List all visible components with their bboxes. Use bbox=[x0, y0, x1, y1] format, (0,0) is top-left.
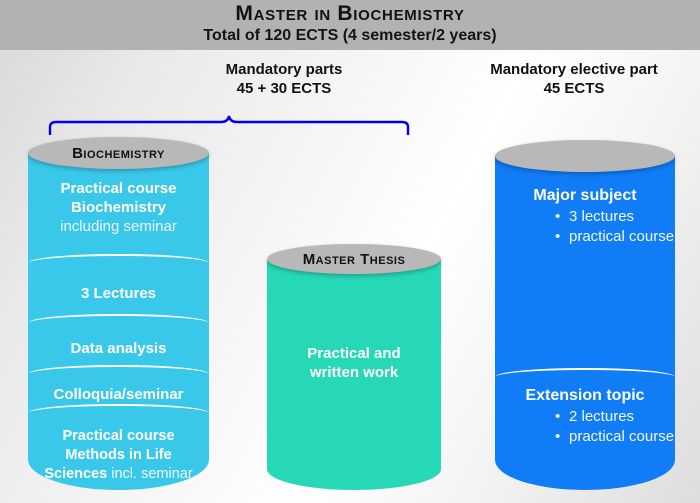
mandatory-parts-brace bbox=[48, 115, 410, 135]
segment-5-line3-bold: Sciences bbox=[44, 466, 108, 482]
extension-topic-list: 2 lectures practical course bbox=[495, 407, 675, 447]
cylinder-biochemistry: Biochemistry Practical course Biochemist… bbox=[28, 137, 209, 490]
block-extension-topic: Extension topic 2 lectures practical cou… bbox=[495, 385, 675, 447]
list-item: practical course bbox=[555, 227, 675, 247]
segment-methods-in-life-sciences: Practical course Methods in Life Science… bbox=[28, 427, 209, 484]
page-subtitle: Total of 120 ECTS (4 semester/2 years) bbox=[203, 27, 497, 44]
segment-4-line1: Colloquia/seminar bbox=[53, 386, 184, 403]
header-band: Master in Biochemistry Total of 120 ECTS… bbox=[0, 0, 700, 50]
segment-5-line2: Methods in Life bbox=[65, 447, 172, 463]
cylinder-master-thesis-cap-label: Master Thesis bbox=[302, 250, 406, 268]
caption-mandatory-line2: 45 + 30 ECTS bbox=[236, 80, 332, 97]
list-item: 2 lectures bbox=[555, 407, 675, 427]
cylinder-master-thesis-body bbox=[267, 259, 441, 490]
cylinder-elective-cap bbox=[495, 140, 675, 172]
block-major-subject: Major subject 3 lectures practical cours… bbox=[495, 185, 675, 247]
cylinder-biochemistry-cap: Biochemistry bbox=[28, 137, 209, 169]
cylinder-elective-cap-label bbox=[495, 140, 675, 172]
cylinder-elective: Major subject 3 lectures practical cours… bbox=[495, 140, 675, 490]
caption-mandatory-line1: Mandatory parts bbox=[225, 61, 343, 78]
segment-1-line2: Biochemistry bbox=[70, 199, 167, 216]
segment-5-line3: Sciences incl. seminar bbox=[28, 465, 209, 484]
list-item: practical course bbox=[555, 427, 675, 447]
segment-1-line3: including seminar bbox=[60, 218, 177, 235]
caption-elective-part: Mandatory elective part 45 ECTS bbox=[448, 60, 700, 98]
cylinder-biochemistry-body bbox=[28, 153, 209, 490]
segment-practical-course-biochemistry: Practical course Biochemistry including … bbox=[28, 179, 209, 236]
caption-elective-line1: Mandatory elective part bbox=[490, 61, 658, 78]
cylinder-master-thesis: Master Thesis Practical and written work bbox=[267, 244, 441, 490]
cylinder-master-thesis-cap: Master Thesis bbox=[267, 244, 441, 274]
caption-mandatory-parts: Mandatory parts 45 + 30 ECTS bbox=[124, 60, 444, 98]
page-title: Master in Biochemistry bbox=[235, 2, 465, 25]
segment-1-line1: Practical course bbox=[60, 180, 177, 197]
segment-3-line1: Data analysis bbox=[70, 340, 167, 357]
segment-2-line1: 3 Lectures bbox=[80, 285, 157, 302]
thesis-line2: written work bbox=[309, 364, 399, 381]
segment-practical-and-written-work: Practical and written work bbox=[267, 344, 441, 382]
list-item: 3 lectures bbox=[555, 207, 675, 227]
caption-elective-line2: 45 ECTS bbox=[543, 80, 605, 97]
extension-topic-heading: Extension topic bbox=[525, 387, 645, 404]
segment-colloquia-seminar: Colloquia/seminar bbox=[28, 385, 209, 404]
segment-5-line1: Practical course bbox=[62, 428, 175, 444]
segment-5-line3-thin: incl. seminar bbox=[111, 466, 193, 482]
thesis-line1: Practical and bbox=[307, 345, 401, 362]
segment-data-analysis: Data analysis bbox=[28, 339, 209, 358]
major-subject-list: 3 lectures practical course bbox=[495, 207, 675, 247]
segment-3-lectures: 3 Lectures bbox=[28, 284, 209, 303]
major-subject-heading: Major subject bbox=[533, 187, 637, 204]
cylinder-biochemistry-cap-label: Biochemistry bbox=[72, 144, 165, 162]
